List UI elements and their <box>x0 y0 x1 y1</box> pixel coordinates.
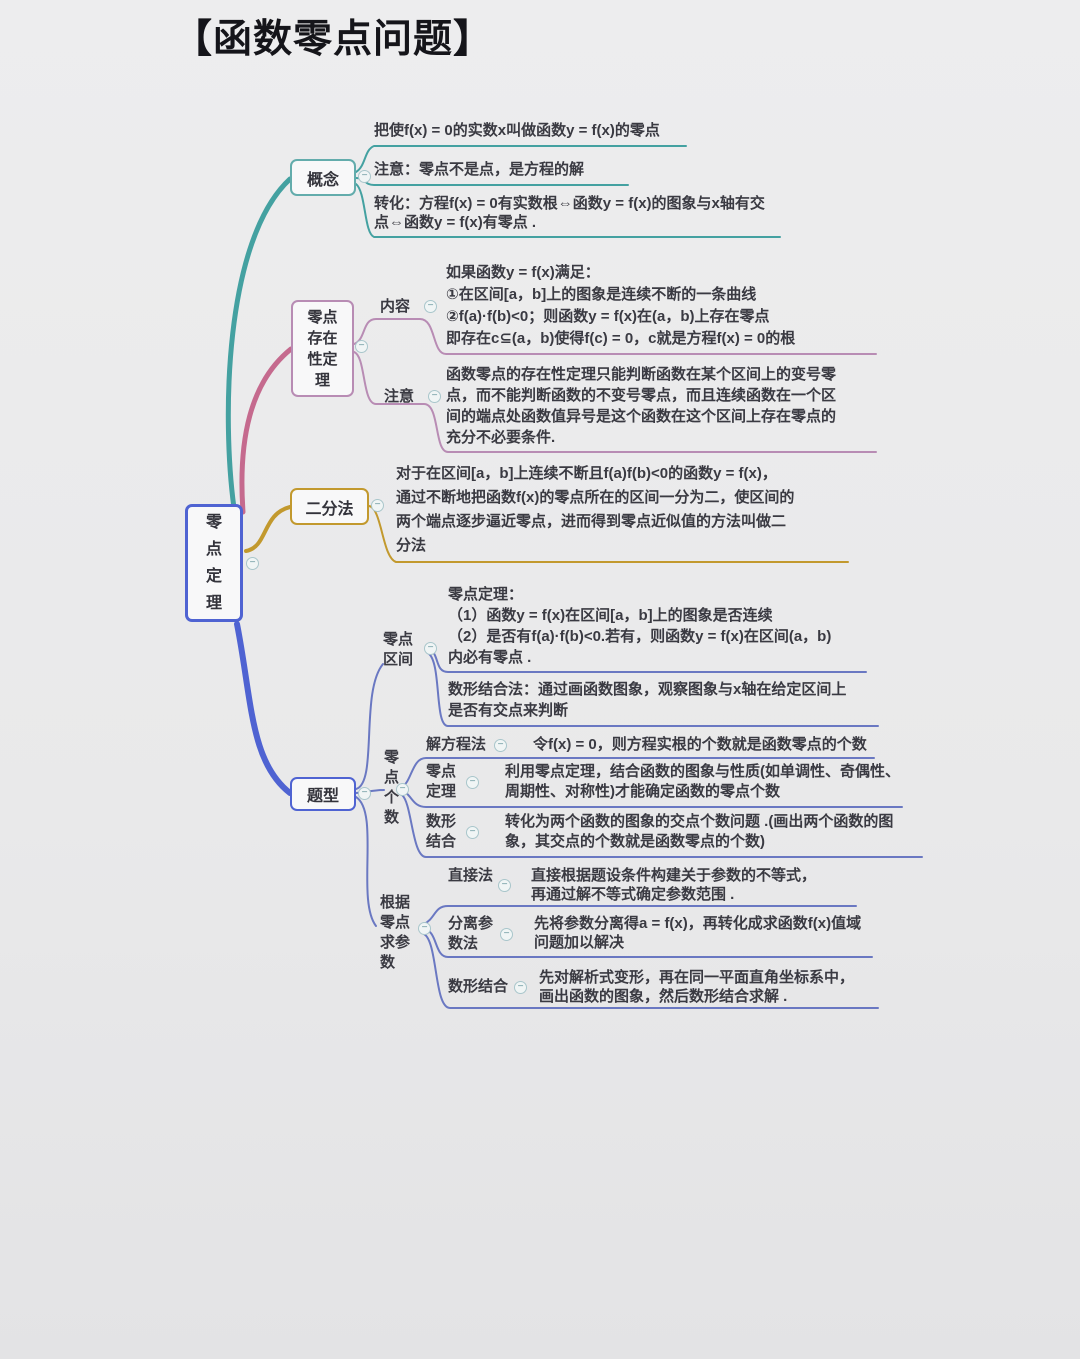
collapse-toggle-existence[interactable]: − <box>355 340 368 353</box>
wire-concept-1 <box>355 145 687 173</box>
node-existence[interactable]: 零点存在性定理 <box>291 300 354 397</box>
collapse-toggle-icon[interactable]: − <box>466 775 479 789</box>
trunk-bisection <box>244 505 292 553</box>
method-label: 解方程法 <box>426 736 487 753</box>
method-label: 数形结合 <box>448 978 509 995</box>
method-text: 令f(x) = 0，则方程实根的个数就是函数零点的个数 <box>533 736 867 753</box>
wire-param-m1 <box>423 905 857 925</box>
wire-types-interval <box>355 663 384 790</box>
method-row-direct[interactable]: 直接法 − 直接根据题设条件构建关于参数的不等式， 再通过解不等式确定参数范围 … <box>448 866 868 904</box>
wire-existence-note <box>353 351 877 453</box>
method-row-graph-combine[interactable]: 数形结合 − 转化为两个函数的图象的交点个数问题 .(画出两个函数的图 象，其交… <box>426 812 936 852</box>
label-existence-content[interactable]: 内容 <box>380 298 411 315</box>
method-text: 直接根据题设条件构建关于参数的不等式， 再通过解不等式确定参数范围 . <box>531 867 817 903</box>
node-types[interactable]: 题型 <box>290 777 356 811</box>
collapse-toggle-content[interactable]: − <box>424 300 437 313</box>
method-text: 先将参数分离得a = f(x)，再转化成求函数f(x)值域 问题加以解决 <box>534 915 862 951</box>
node-bisection[interactable]: 二分法 <box>290 488 369 525</box>
method-label: 数形结合 <box>426 813 457 850</box>
leaf-existence-content[interactable]: 如果函数y = f(x)满足： ①在区间[a，b]上的图象是连续不断的一条曲线 … <box>446 264 796 347</box>
method-label: 直接法 <box>448 867 494 884</box>
trunk-types <box>234 621 293 796</box>
collapse-toggle-param[interactable]: − <box>418 922 431 935</box>
collapse-toggle-bisection[interactable]: − <box>371 499 384 512</box>
method-label: 分离参数法 <box>448 915 494 952</box>
collapse-toggle-types[interactable]: − <box>358 787 371 800</box>
wire-types-param <box>355 796 377 927</box>
collapse-toggle-concept[interactable]: − <box>358 170 371 183</box>
wire-interval-graph <box>427 652 879 727</box>
wire-concept-3 <box>355 183 781 238</box>
leaf-existence-note[interactable]: 函数零点的存在性定理只能判断函数在某个区间上的变号零 点，而不能判断函数的不变号… <box>446 366 837 446</box>
node-root[interactable]: 零点定理 <box>185 504 243 622</box>
collapse-toggle-icon[interactable]: − <box>500 927 513 941</box>
leaf-interval-theorem[interactable]: 零点定理： （1）函数y = f(x)在区间[a，b]上的图象是否连续 （2）是… <box>448 586 832 666</box>
trunk-existence <box>239 346 294 515</box>
node-concept[interactable]: 概念 <box>290 159 356 196</box>
node-root-label: 零点定理 <box>205 514 222 612</box>
method-row-solve-equation[interactable]: 解方程法 − 令f(x) = 0，则方程实根的个数就是函数零点的个数 <box>426 735 886 755</box>
method-text: 利用零点定理，结合函数的图象与性质(如单调性、奇偶性、 周期性、对称性)才能确定… <box>505 763 900 800</box>
wire-existence-content <box>353 318 877 355</box>
collapse-toggle-interval[interactable]: − <box>424 642 437 655</box>
page-title: 【函数零点问题】 <box>173 18 494 61</box>
collapse-toggle-icon[interactable]: − <box>498 878 511 892</box>
node-bisection-label: 二分法 <box>305 500 354 518</box>
collapse-toggle-icon[interactable]: − <box>494 738 507 752</box>
method-row-separate-param[interactable]: 分离参数法 − 先将参数分离得a = f(x)，再转化成求函数f(x)值域 问题… <box>448 914 928 954</box>
method-row-zero-theorem[interactable]: 零点定理 − 利用零点定理，结合函数的图象与性质(如单调性、奇偶性、 周期性、对… <box>426 762 936 802</box>
label-zero-interval[interactable]: 零点区间 <box>383 631 414 668</box>
wire-param-m3 <box>423 933 879 1009</box>
trunk-concept <box>225 176 293 511</box>
method-text: 转化为两个函数的图象的交点个数问题 .(画出两个函数的图 象，其交点的个数就是函… <box>505 813 894 850</box>
leaf-interval-graph[interactable]: 数形结合法：通过画函数图象，观察图象与x轴在给定区间上 是否有交点来判断 <box>448 681 847 719</box>
leaf-bisection[interactable]: 对于在区间[a，b]上连续不断且f(a)f(b)<0的函数y = f(x)， 通… <box>396 465 795 554</box>
node-concept-label: 概念 <box>306 171 339 189</box>
leaf-concept-definition[interactable]: 把使f(x) = 0的实数x叫做函数y = f(x)的零点 <box>374 122 660 139</box>
label-zero-count[interactable]: 零点个数 <box>384 749 400 826</box>
label-param-from-zeros[interactable]: 根据零点求参数 <box>380 894 411 971</box>
method-label: 零点定理 <box>426 763 457 800</box>
collapse-toggle-icon[interactable]: − <box>466 825 479 839</box>
leaf-concept-transform[interactable]: 转化：方程f(x) = 0有实数根⇔函数y = f(x)的图象与x轴有交 点⇔函… <box>374 195 765 231</box>
collapse-toggle-root[interactable]: − <box>246 557 259 570</box>
collapse-toggle-count[interactable]: − <box>396 783 409 796</box>
wire-count-m3 <box>401 794 923 858</box>
leaf-concept-note[interactable]: 注意：零点不是点，是方程的解 <box>374 161 585 178</box>
method-text: 先对解析式变形，再在同一平面直角坐标系中， 画出函数的图象，然后数形结合求解 . <box>539 969 855 1005</box>
node-existence-label: 零点存在性定理 <box>307 308 338 389</box>
method-row-graph-combine-param[interactable]: 数形结合 − 先对解析式变形，再在同一平面直角坐标系中， 画出函数的图象，然后数… <box>448 968 908 1006</box>
node-types-label: 题型 <box>306 788 339 805</box>
collapse-toggle-note[interactable]: − <box>428 390 441 403</box>
label-existence-note[interactable]: 注意 <box>384 388 415 405</box>
collapse-toggle-icon[interactable]: − <box>514 980 527 994</box>
